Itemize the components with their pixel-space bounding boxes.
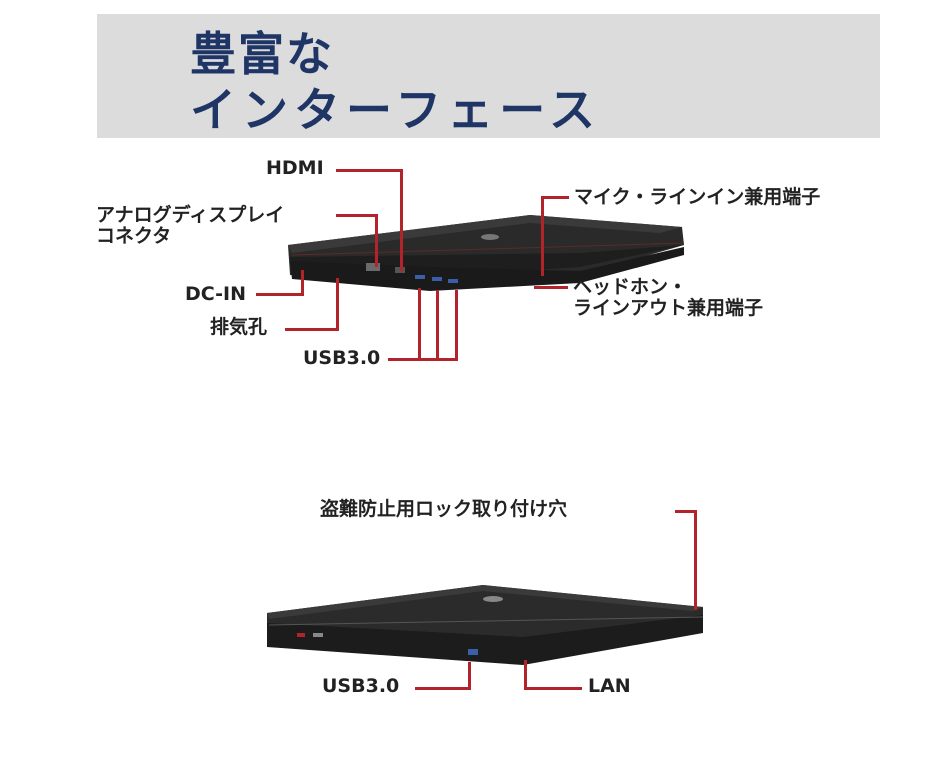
title-banner (97, 14, 880, 138)
dc-in-callout-line (256, 293, 304, 296)
exhaust-callout-line (285, 328, 339, 331)
laptop-left-side-image (280, 205, 690, 305)
title-line-2: インターフェース (190, 83, 601, 137)
usb-bottom-callout-line (415, 687, 471, 690)
headphone-callout-line (534, 286, 568, 289)
label-mic-line-in: マイク・ラインイン兼用端子 (574, 186, 821, 208)
label-analog-display: アナログディスプレイ コネクタ (96, 204, 285, 247)
usb-top-callout-line (388, 358, 458, 361)
label-exhaust: 排気孔 (210, 316, 268, 338)
label-hdmi: HDMI (266, 157, 324, 179)
analog-callout-line (336, 214, 377, 217)
label-lan: LAN (588, 675, 631, 697)
lan-callout-line (524, 687, 582, 690)
label-usb-bottom: USB3.0 (322, 675, 400, 697)
mic-callout-line (541, 196, 569, 199)
laptop-right-side-image (263, 575, 713, 670)
hdmi-callout-line (336, 169, 402, 172)
label-dc-in: DC-IN (185, 283, 247, 305)
label-headphone-line-out: ヘッドホン・ ラインアウト兼用端子 (573, 276, 764, 319)
lock-callout-line (675, 510, 697, 513)
label-usb-top: USB3.0 (303, 347, 381, 369)
title-line-1: 豊富な (190, 27, 334, 81)
label-lock-hole: 盗難防止用ロック取り付け穴 (320, 498, 568, 520)
